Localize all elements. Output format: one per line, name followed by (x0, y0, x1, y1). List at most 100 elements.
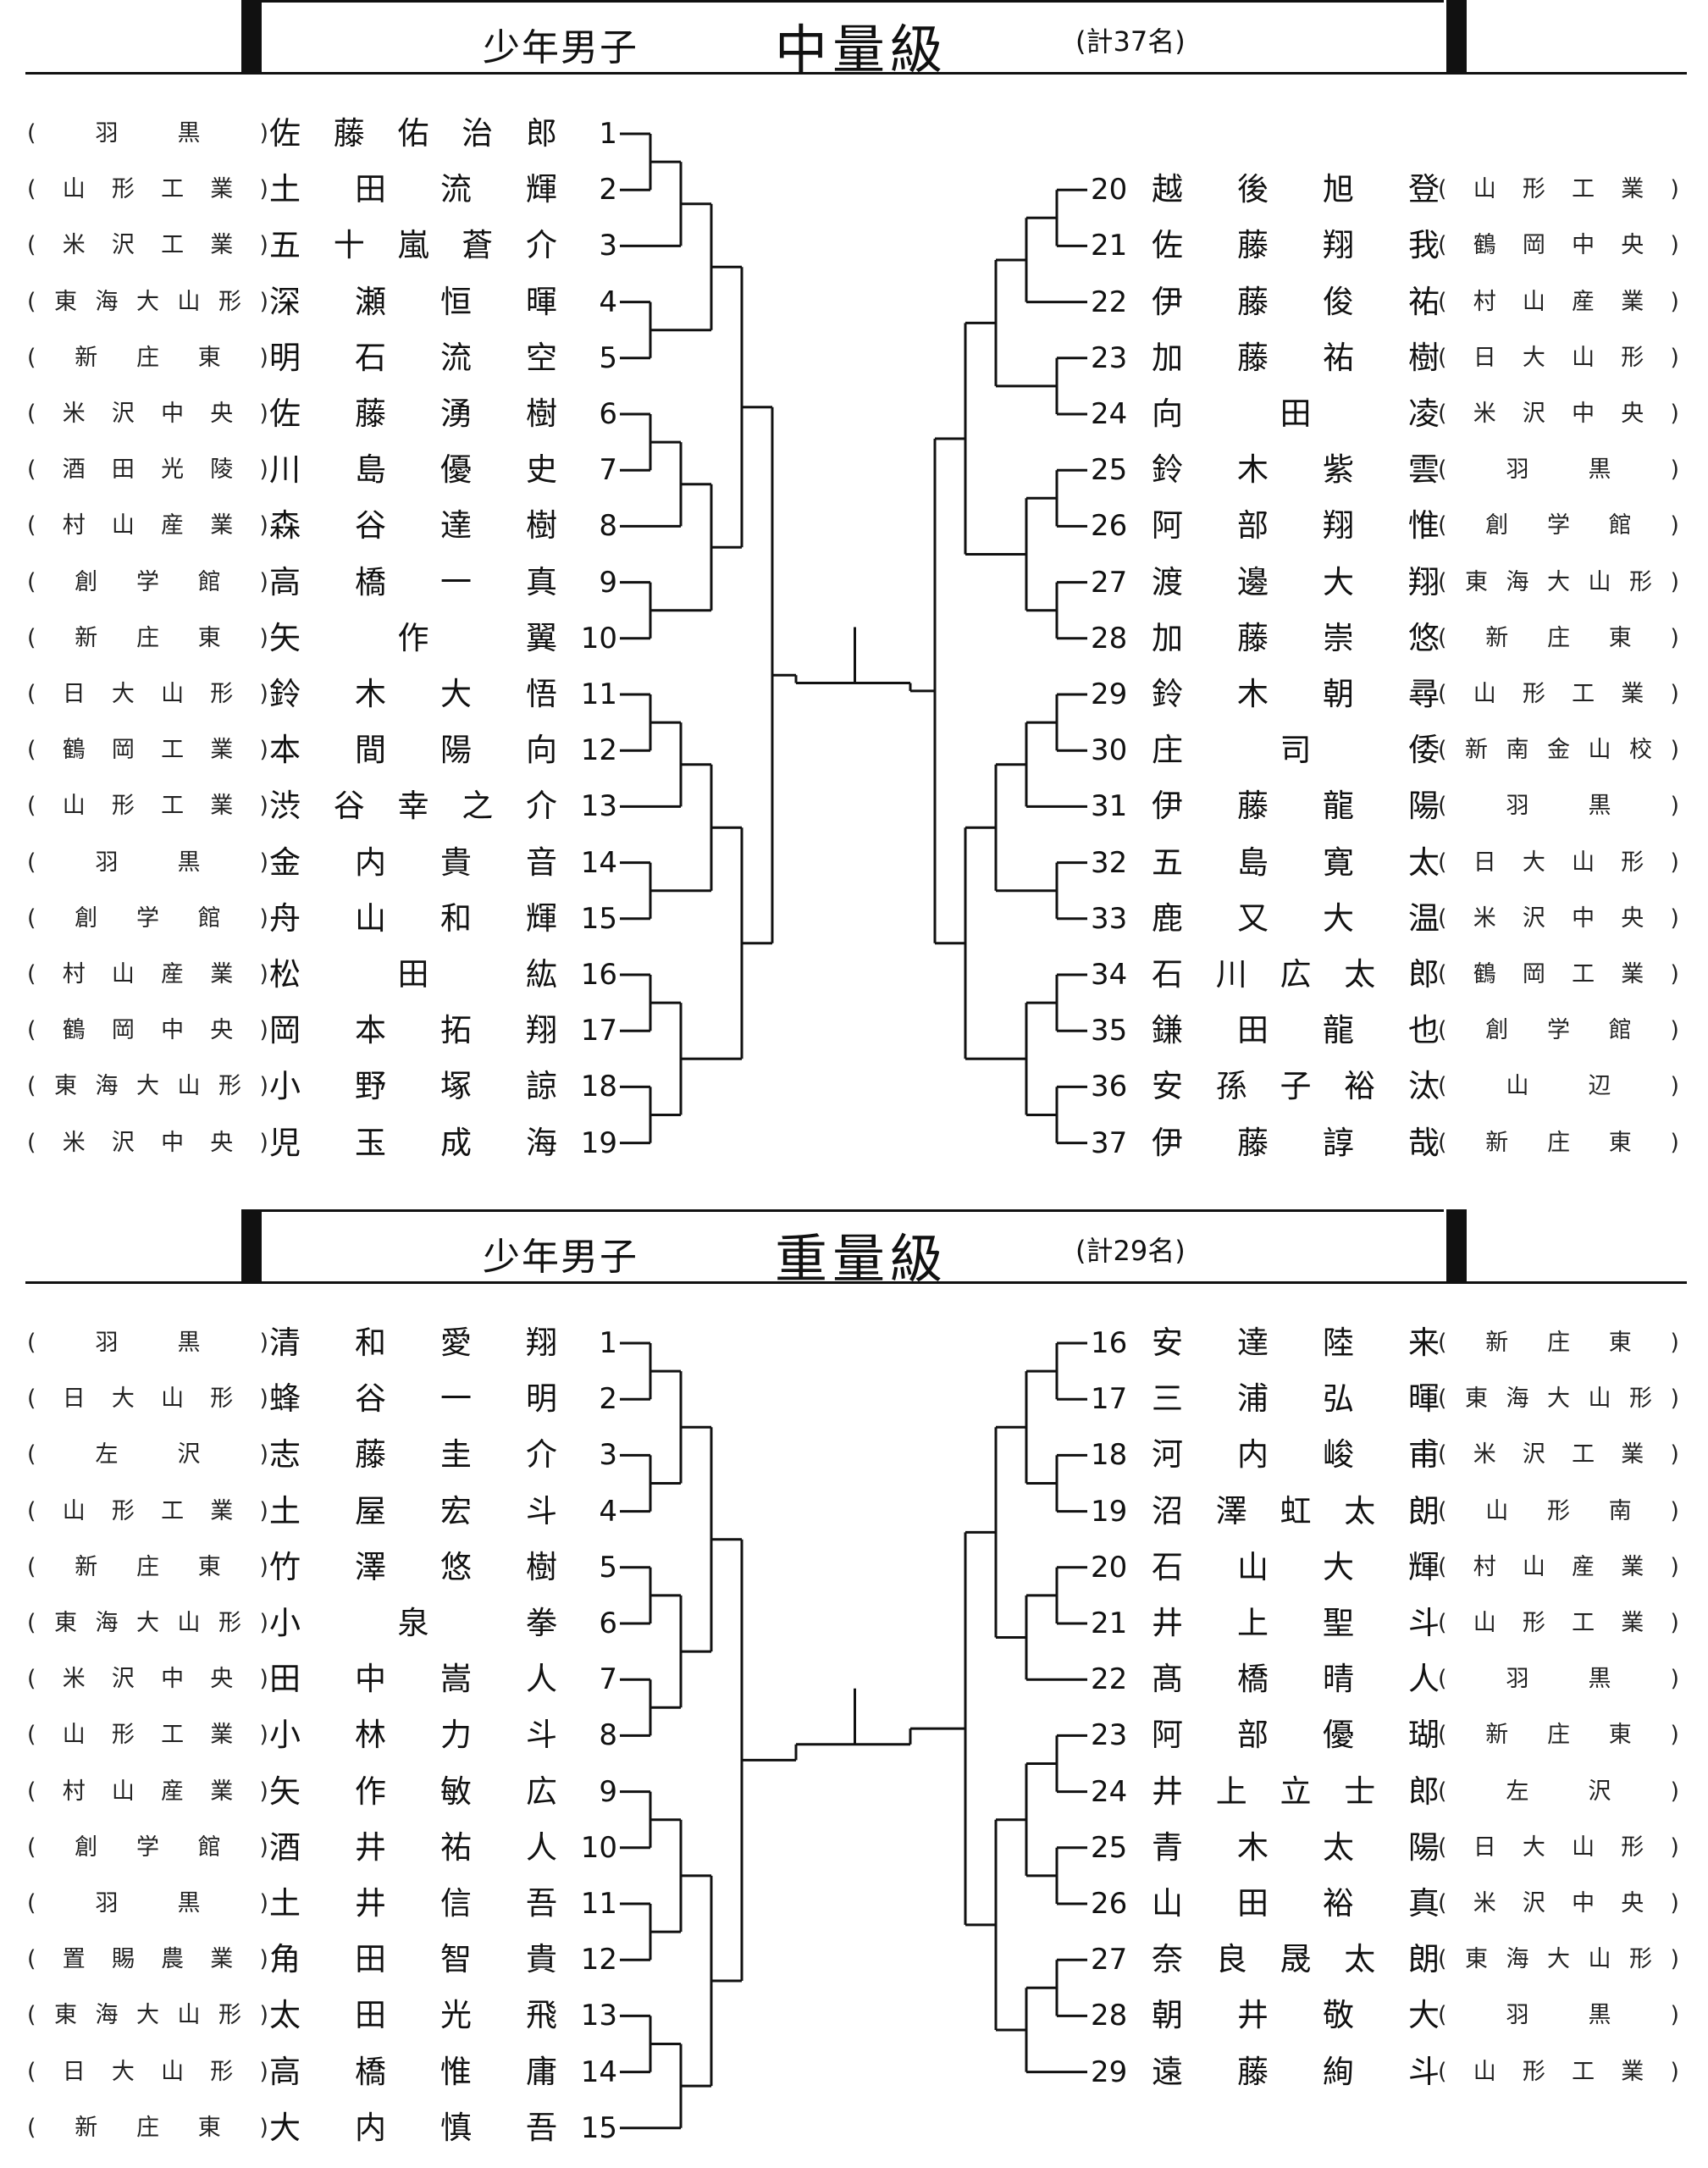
entry-number: 32 (1091, 845, 1128, 880)
school-name: (左沢) (1438, 1778, 1679, 1805)
school-name: (米沢中央) (27, 401, 268, 427)
athlete-name: 金内貴音 (269, 843, 557, 881)
school-name: (新庄東) (1438, 1129, 1679, 1156)
athlete-name: 松田紘 (269, 956, 557, 993)
school-name: (村山産業) (1438, 288, 1679, 315)
school-name: (山辺) (1438, 1073, 1679, 1100)
athlete-name: 佐藤翔我 (1152, 227, 1440, 264)
athlete-name: 伊藤龍陽 (1152, 788, 1440, 825)
school-name: (米沢中央) (1438, 401, 1679, 427)
school-name: (村山産業) (27, 961, 268, 987)
entry-number: 21 (1091, 229, 1128, 263)
athlete-name: 渋谷幸之介 (269, 788, 557, 825)
entry-number: 13 (580, 1999, 617, 2033)
entry-number: 29 (1091, 678, 1128, 711)
athlete-name: 河内峻甫 (1152, 1436, 1440, 1474)
category-label: 少年男子 (483, 1236, 638, 1279)
entry-number: 28 (1091, 1999, 1128, 2033)
school-name: (左沢) (27, 1441, 268, 1468)
entry-number: 16 (1091, 1326, 1128, 1360)
entry-number: 12 (580, 733, 617, 768)
athlete-name: 五島寛太 (1152, 843, 1440, 881)
school-name: (山形工業) (1438, 681, 1679, 707)
athlete-name: 児玉成海 (269, 1124, 557, 1161)
school-name: (新庄東) (1438, 624, 1679, 651)
entry-number: 18 (1091, 1438, 1128, 1473)
school-name: (創学館) (27, 904, 268, 932)
athlete-name: 小野塚諒 (269, 1068, 557, 1105)
athlete-name: 大内慎吾 (269, 2109, 557, 2146)
athlete-name: 角田智貴 (269, 1941, 557, 1978)
school-name: (山形工業) (27, 793, 268, 820)
entry-number: 9 (599, 1774, 617, 1809)
entry-number: 17 (1091, 1382, 1128, 1417)
entry-number: 15 (580, 2110, 617, 2145)
entry-number: 22 (1091, 1662, 1128, 1697)
athlete-name: 清和愛翔 (269, 1325, 557, 1361)
school-name: (日大山形) (27, 2058, 268, 2085)
entry-number: 28 (1091, 621, 1128, 655)
athlete-name: 鈴木大悟 (269, 676, 557, 712)
entry-number: 10 (580, 621, 617, 655)
entry-number: 26 (1091, 1887, 1128, 1921)
athlete-name: 石山大輝 (1152, 1548, 1440, 1585)
entry-number: 19 (1091, 1494, 1128, 1529)
entry-number: 1 (599, 117, 617, 151)
athlete-name: 岡本拓翔 (269, 1012, 557, 1049)
athlete-name: 土井信吾 (269, 1885, 557, 1922)
entry-number: 20 (1091, 173, 1128, 207)
header-block-right (1446, 1209, 1467, 1284)
entry-number: 7 (599, 1662, 617, 1697)
school-name: (東海大山形) (27, 1073, 268, 1100)
entry-number: 1 (599, 1326, 617, 1360)
bracket-lines (620, 132, 1087, 1145)
entry-count: (計37名) (1075, 25, 1186, 58)
school-name: (山形工業) (1438, 176, 1679, 203)
entry-number: 4 (599, 1494, 617, 1529)
school-name: (羽黒) (1438, 1666, 1679, 1693)
bracket-lines (620, 1341, 1087, 2130)
athlete-name: 高橋一真 (269, 563, 557, 600)
athlete-name: 庄司倭 (1152, 732, 1440, 769)
entry-number: 31 (1091, 789, 1128, 824)
athlete-name: 酒井祐人 (269, 1828, 557, 1866)
entry-number: 37 (1091, 1125, 1128, 1160)
athlete-name: 越後旭登 (1152, 171, 1440, 208)
athlete-name: 志藤圭介 (269, 1436, 557, 1474)
school-name: (東海大山形) (27, 2002, 268, 2029)
entry-number: 30 (1091, 733, 1128, 768)
school-name: (村山産業) (27, 512, 268, 539)
school-name: (新庄東) (1438, 1722, 1679, 1749)
entry-number: 23 (1091, 1718, 1128, 1753)
athlete-name: 太田光飛 (269, 1997, 557, 2034)
school-name: (新庄東) (1438, 1330, 1679, 1356)
entry-number: 19 (580, 1125, 617, 1160)
athlete-name: 五十嵐蒼介 (269, 227, 557, 264)
